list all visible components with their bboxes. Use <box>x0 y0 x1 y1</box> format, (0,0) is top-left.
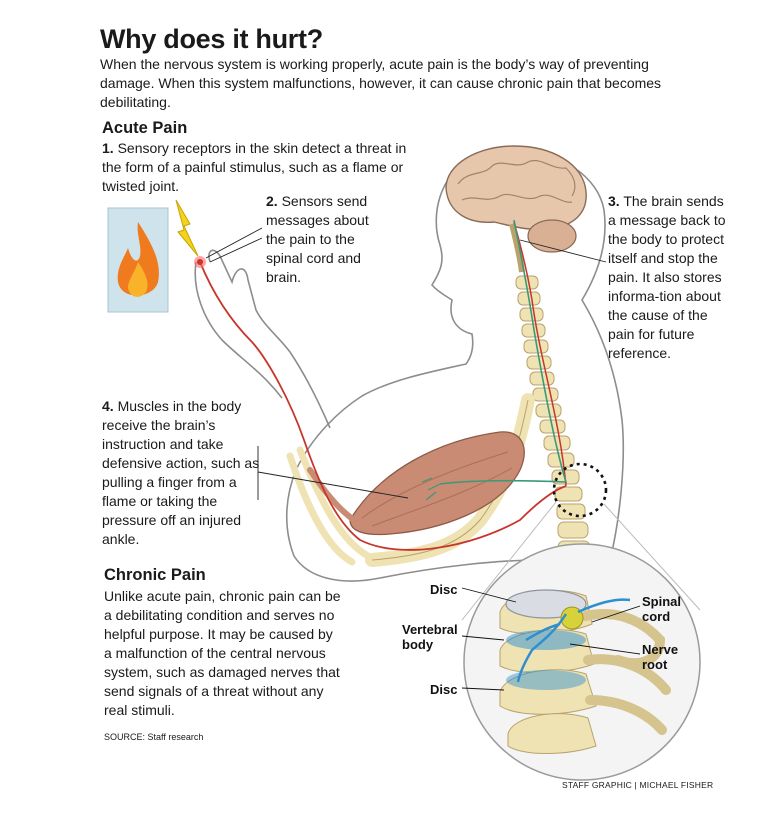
sensory-nerve-red <box>199 261 567 551</box>
hand-outline <box>194 249 331 429</box>
forearm-bones <box>286 446 372 566</box>
cerebellum <box>527 219 577 253</box>
chronic-pain-heading: Chronic Pain <box>104 566 206 584</box>
step-3: 3. The brain sends a message back to the… <box>608 192 726 363</box>
brain <box>445 145 587 231</box>
body-silhouette <box>285 151 625 582</box>
label-disc-bottom: Disc <box>430 682 458 697</box>
step-number: 2. <box>266 193 278 209</box>
vertebrae-closeup <box>499 589 671 754</box>
page-title: Why does it hurt? <box>100 24 323 54</box>
step-1: 1. Sensory receptors in the skin detect … <box>102 139 412 196</box>
lightning-bolt-icon <box>175 199 199 257</box>
step-number: 4. <box>102 398 114 414</box>
chronic-pain-text: Unlike acute pain, chronic pain can be a… <box>104 588 341 718</box>
step-text: Muscles in the body receive the brain’s … <box>102 398 260 547</box>
zoom-marker <box>552 462 608 518</box>
step-text: The brain sends a message back to the bo… <box>608 193 726 361</box>
step-number: 3. <box>608 193 620 209</box>
arm-muscle <box>349 431 525 536</box>
intro-text: When the nervous system is working prope… <box>100 56 662 110</box>
motor-nerve-green <box>439 219 568 485</box>
nerve-root-blue <box>516 598 631 683</box>
step-2: 2. Sensors send messages about the pain … <box>266 192 378 287</box>
label-nerve-root: Nerve root <box>642 642 679 672</box>
label-spinal-cord: Spinal cord <box>642 594 682 624</box>
spine <box>515 275 591 558</box>
source-note: SOURCE: Staff research <box>104 732 204 742</box>
label-disc-top: Disc <box>430 582 458 597</box>
flame-icon <box>117 222 159 296</box>
graphic-credit: STAFF GRAPHIC | MICHAEL FISHER <box>562 780 714 790</box>
step-text: Sensory receptors in the skin detect a t… <box>102 140 407 194</box>
acute-pain-heading: Acute Pain <box>102 119 188 137</box>
label-vertebral-body: Vertebral body <box>402 622 458 652</box>
spinal-cord-section <box>560 606 584 630</box>
step-4: 4. Muscles in the body receive the brain… <box>102 397 260 549</box>
step-number: 1. <box>102 140 114 156</box>
step-text: Sensors send messages about the pain to … <box>266 193 369 285</box>
